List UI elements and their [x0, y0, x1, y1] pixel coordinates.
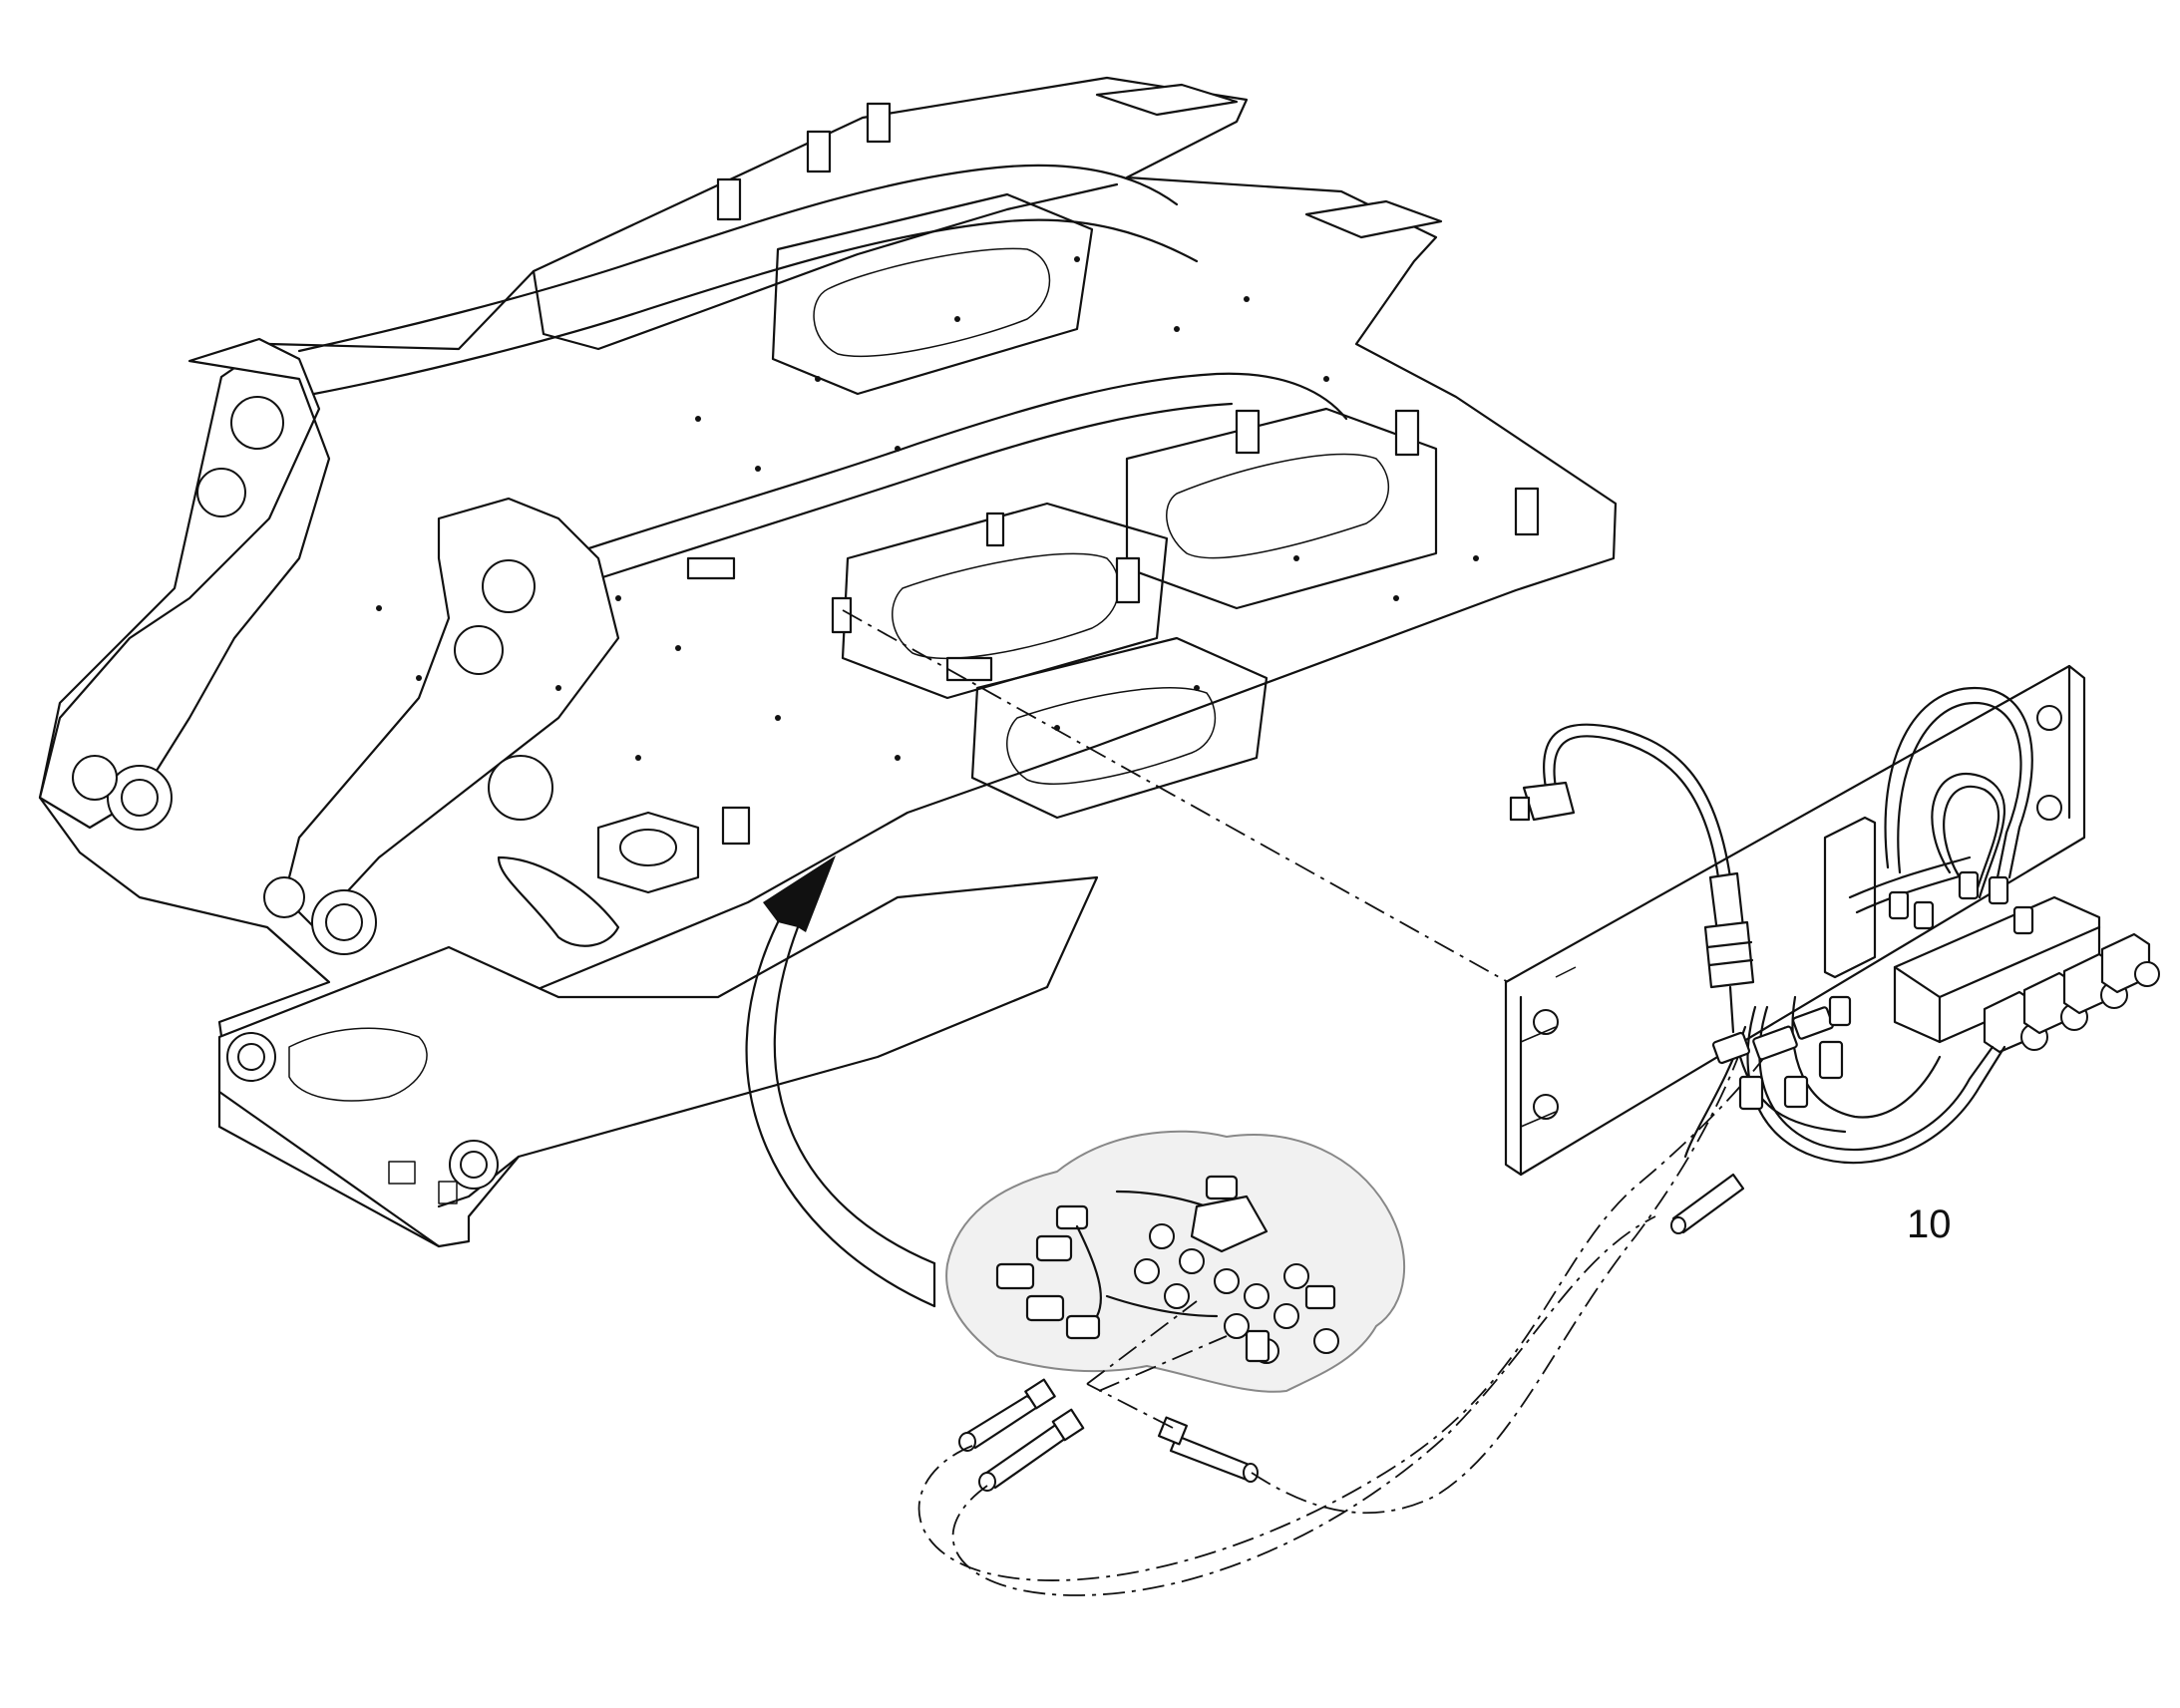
detail-callout-bubble — [945, 1130, 1406, 1393]
zoom-pointer-arrow — [745, 855, 936, 1308]
callout-item-10: 10 — [1907, 1202, 1952, 1246]
upper-frame-assembly — [38, 76, 1618, 1248]
assembly-routing-lines — [842, 609, 1786, 1596]
loose-hose-fittings — [958, 1378, 1259, 1492]
valve-plate-assembly — [1504, 664, 2160, 1234]
